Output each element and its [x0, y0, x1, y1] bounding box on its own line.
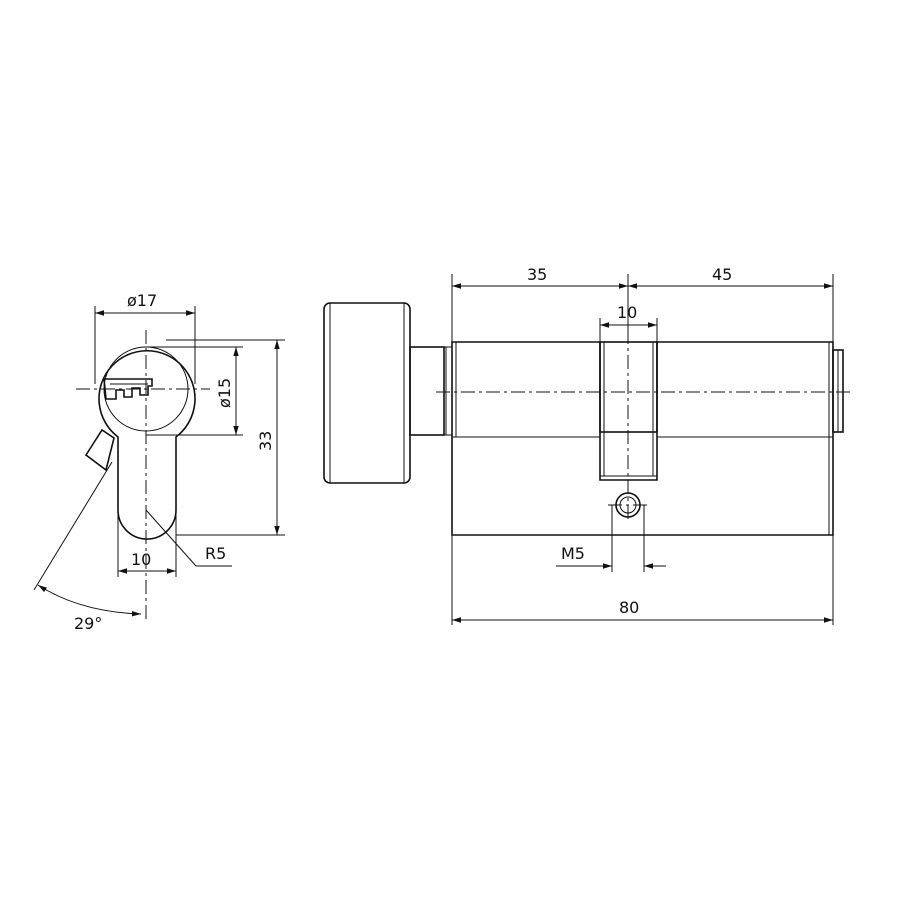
- length-35-label: 35: [527, 265, 547, 284]
- keyway-icon: [103, 378, 153, 400]
- radius-label: R5: [205, 544, 226, 563]
- knob-shaft: [409, 346, 445, 436]
- screw-label: M5: [561, 544, 585, 563]
- cam-lug: [84, 428, 115, 472]
- dim-angle-29: [37, 584, 142, 617]
- angle-label: 29°: [74, 614, 102, 633]
- height-33-label: 33: [256, 431, 275, 451]
- cylinder-body: [451, 341, 834, 536]
- diameter-17-label: ø17: [127, 291, 157, 310]
- thumb-turn-knob: [323, 302, 411, 484]
- width-10-label: 10: [131, 550, 151, 569]
- cam-width-10-label: 10: [617, 303, 637, 322]
- side-view: 35 45 10 M5 80: [323, 265, 850, 625]
- end-view: R5 ø17 ø15 33 10 29°: [33, 291, 285, 633]
- end-view-profile: [98, 349, 196, 540]
- diameter-15-label: ø15: [215, 378, 234, 408]
- total-length-label: 80: [619, 598, 639, 617]
- length-45-label: 45: [712, 265, 732, 284]
